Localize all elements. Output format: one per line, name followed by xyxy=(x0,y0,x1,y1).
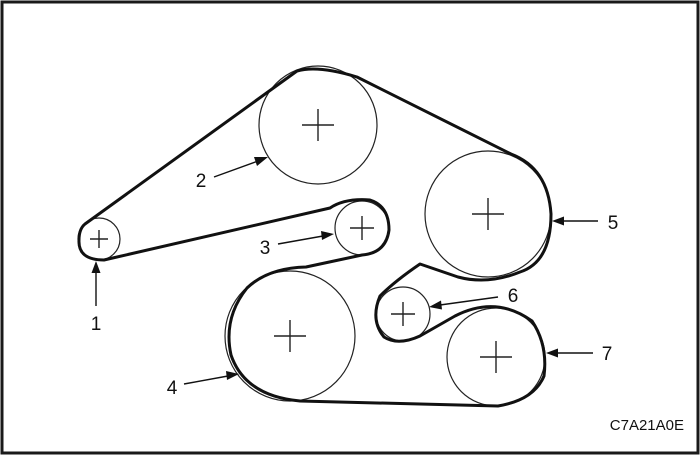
callout-7: 7 xyxy=(602,344,613,365)
callout-4: 4 xyxy=(167,378,178,399)
callout-3: 3 xyxy=(260,238,271,259)
leader-4 xyxy=(183,371,239,385)
leader-1 xyxy=(91,261,101,306)
callout-1: 1 xyxy=(91,314,102,335)
callout-5: 5 xyxy=(608,213,619,234)
leader-5 xyxy=(552,216,598,226)
leader-7 xyxy=(546,348,593,358)
callout-6: 6 xyxy=(508,286,519,307)
leader-3 xyxy=(277,231,334,245)
pulley-2 xyxy=(258,65,378,185)
pulley-4 xyxy=(224,270,356,402)
leader-2 xyxy=(213,157,268,178)
leader-6 xyxy=(429,296,499,310)
pulley-6 xyxy=(375,286,431,342)
figure-code: C7A21A0E xyxy=(610,417,684,434)
pulley-5 xyxy=(424,150,552,278)
callout-2: 2 xyxy=(196,171,207,192)
pulley-7 xyxy=(446,307,546,407)
serpentine-belt xyxy=(77,67,553,408)
